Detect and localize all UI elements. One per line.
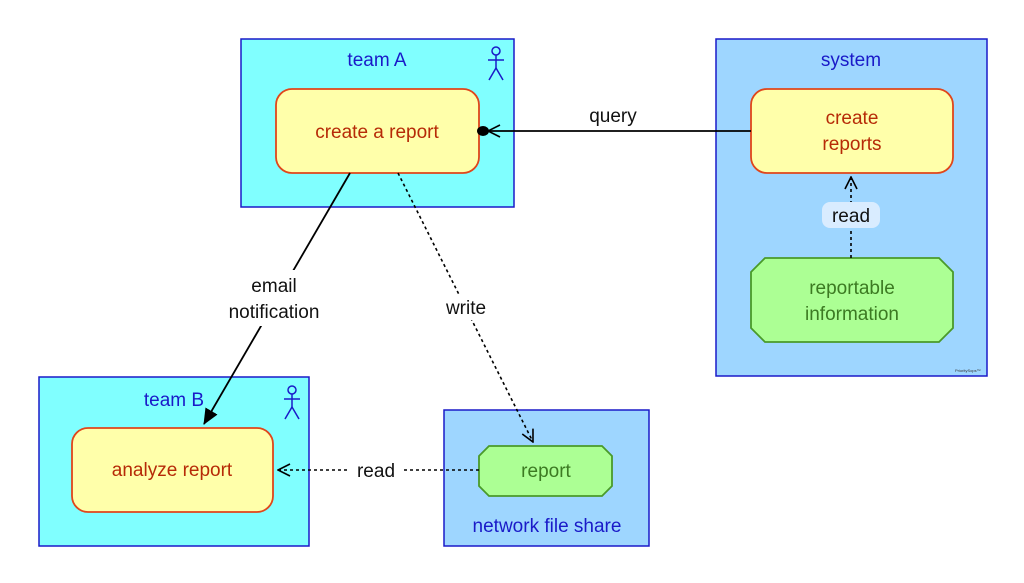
edge-query[interactable]: query [477,106,751,136]
connector-dot [477,126,489,136]
edge-label: read [832,206,870,227]
edge-read-system[interactable]: read [822,177,880,258]
container-title-system: system [821,50,881,71]
edge-email-notification[interactable]: email notification [203,172,351,425]
node-label: analyze report [112,460,233,481]
edge-read-share[interactable]: read [278,458,479,482]
container-title-team-b: team B [144,390,204,411]
edge-label-bg [440,294,492,320]
edge-label-line-2: notification [229,302,320,323]
node-report[interactable]: report [478,445,613,497]
node-label: report [521,461,571,482]
edge-label-line-1: email [251,276,296,297]
node-label-line-1: reportable [809,278,895,299]
edge-label-bg [822,202,880,228]
node-label-line-1: create [826,108,879,129]
node-create-reports[interactable]: create reports [750,88,954,174]
stick-figure-icon [488,46,504,81]
container-title-network-file-share: network file share [473,516,622,537]
node-analyze-report[interactable]: analyze report [71,427,274,513]
stick-figure-icon [284,385,300,420]
node-label-line-2: information [805,304,899,325]
node-label: create a report [315,122,439,143]
node-label-line-2: reports [822,134,881,155]
node-create-a-report[interactable]: create a report [275,88,480,174]
edge-write[interactable]: write [397,172,533,442]
node-reportable-information[interactable]: reportable information [750,257,954,343]
edge-label-bg [350,458,402,482]
edge-label: read [357,461,395,482]
container-title-team-a: team A [347,50,406,71]
edge-label-bg [214,270,334,326]
edge-label: write [445,298,486,319]
watermark-text: PrioritySops™ [955,368,981,373]
edge-label: query [589,106,637,127]
